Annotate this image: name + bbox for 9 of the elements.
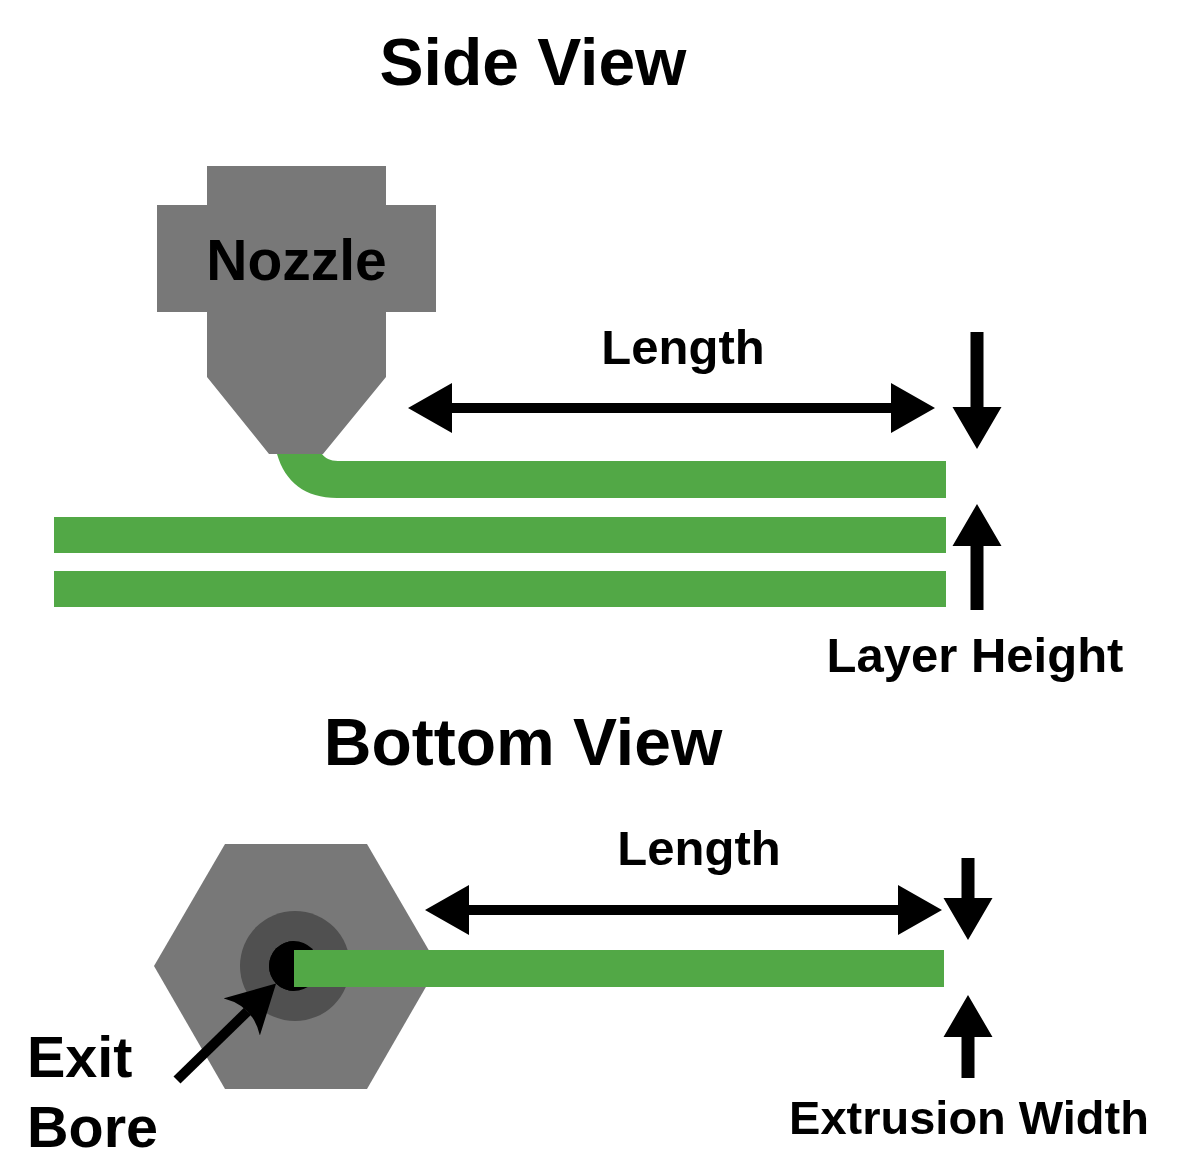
callout-label: Exit Bore xyxy=(27,1022,177,1164)
view-heading: Side View xyxy=(379,25,687,101)
dimension-label: Layer Height xyxy=(826,627,1124,684)
dimension-label: Length xyxy=(601,319,765,376)
nozzle-shape xyxy=(157,166,436,454)
nozzle-label: Nozzle xyxy=(206,228,387,294)
view-heading: Bottom View xyxy=(323,705,723,781)
dimension-label: Extrusion Width xyxy=(789,1091,1149,1146)
dimension-label: Length xyxy=(617,820,781,877)
